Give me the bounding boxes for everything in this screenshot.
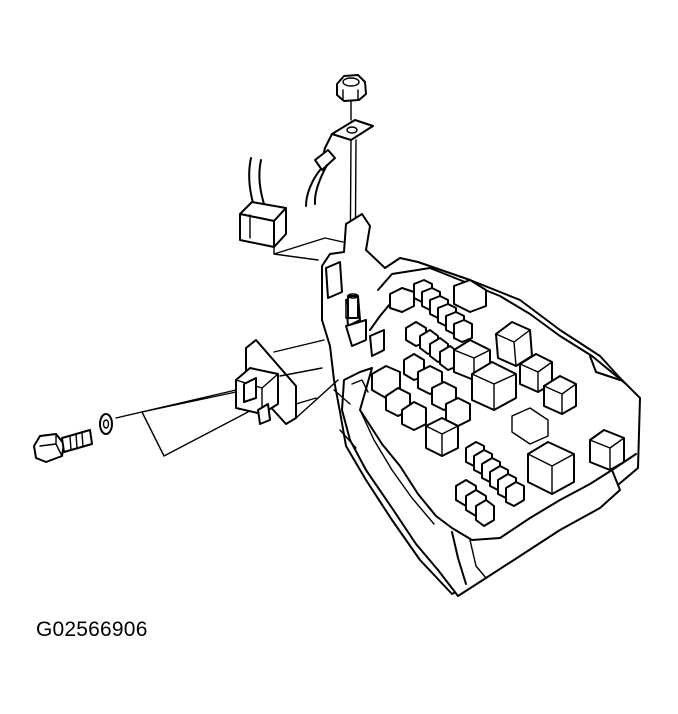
connector-guide-line: [274, 238, 343, 260]
wire-connector: [240, 158, 286, 247]
ground-wire: [306, 170, 320, 206]
nut: [337, 75, 366, 101]
figure-code: G02566906: [36, 618, 148, 641]
ground-stud: [348, 294, 358, 318]
ground-terminal: [315, 120, 373, 170]
bolt-alignment-lines: [116, 390, 248, 456]
relay-array: [372, 280, 624, 526]
connector-alignment-lines: [274, 340, 338, 418]
washer: [100, 414, 112, 434]
side-connector: [236, 340, 296, 424]
bolt: [34, 430, 92, 462]
